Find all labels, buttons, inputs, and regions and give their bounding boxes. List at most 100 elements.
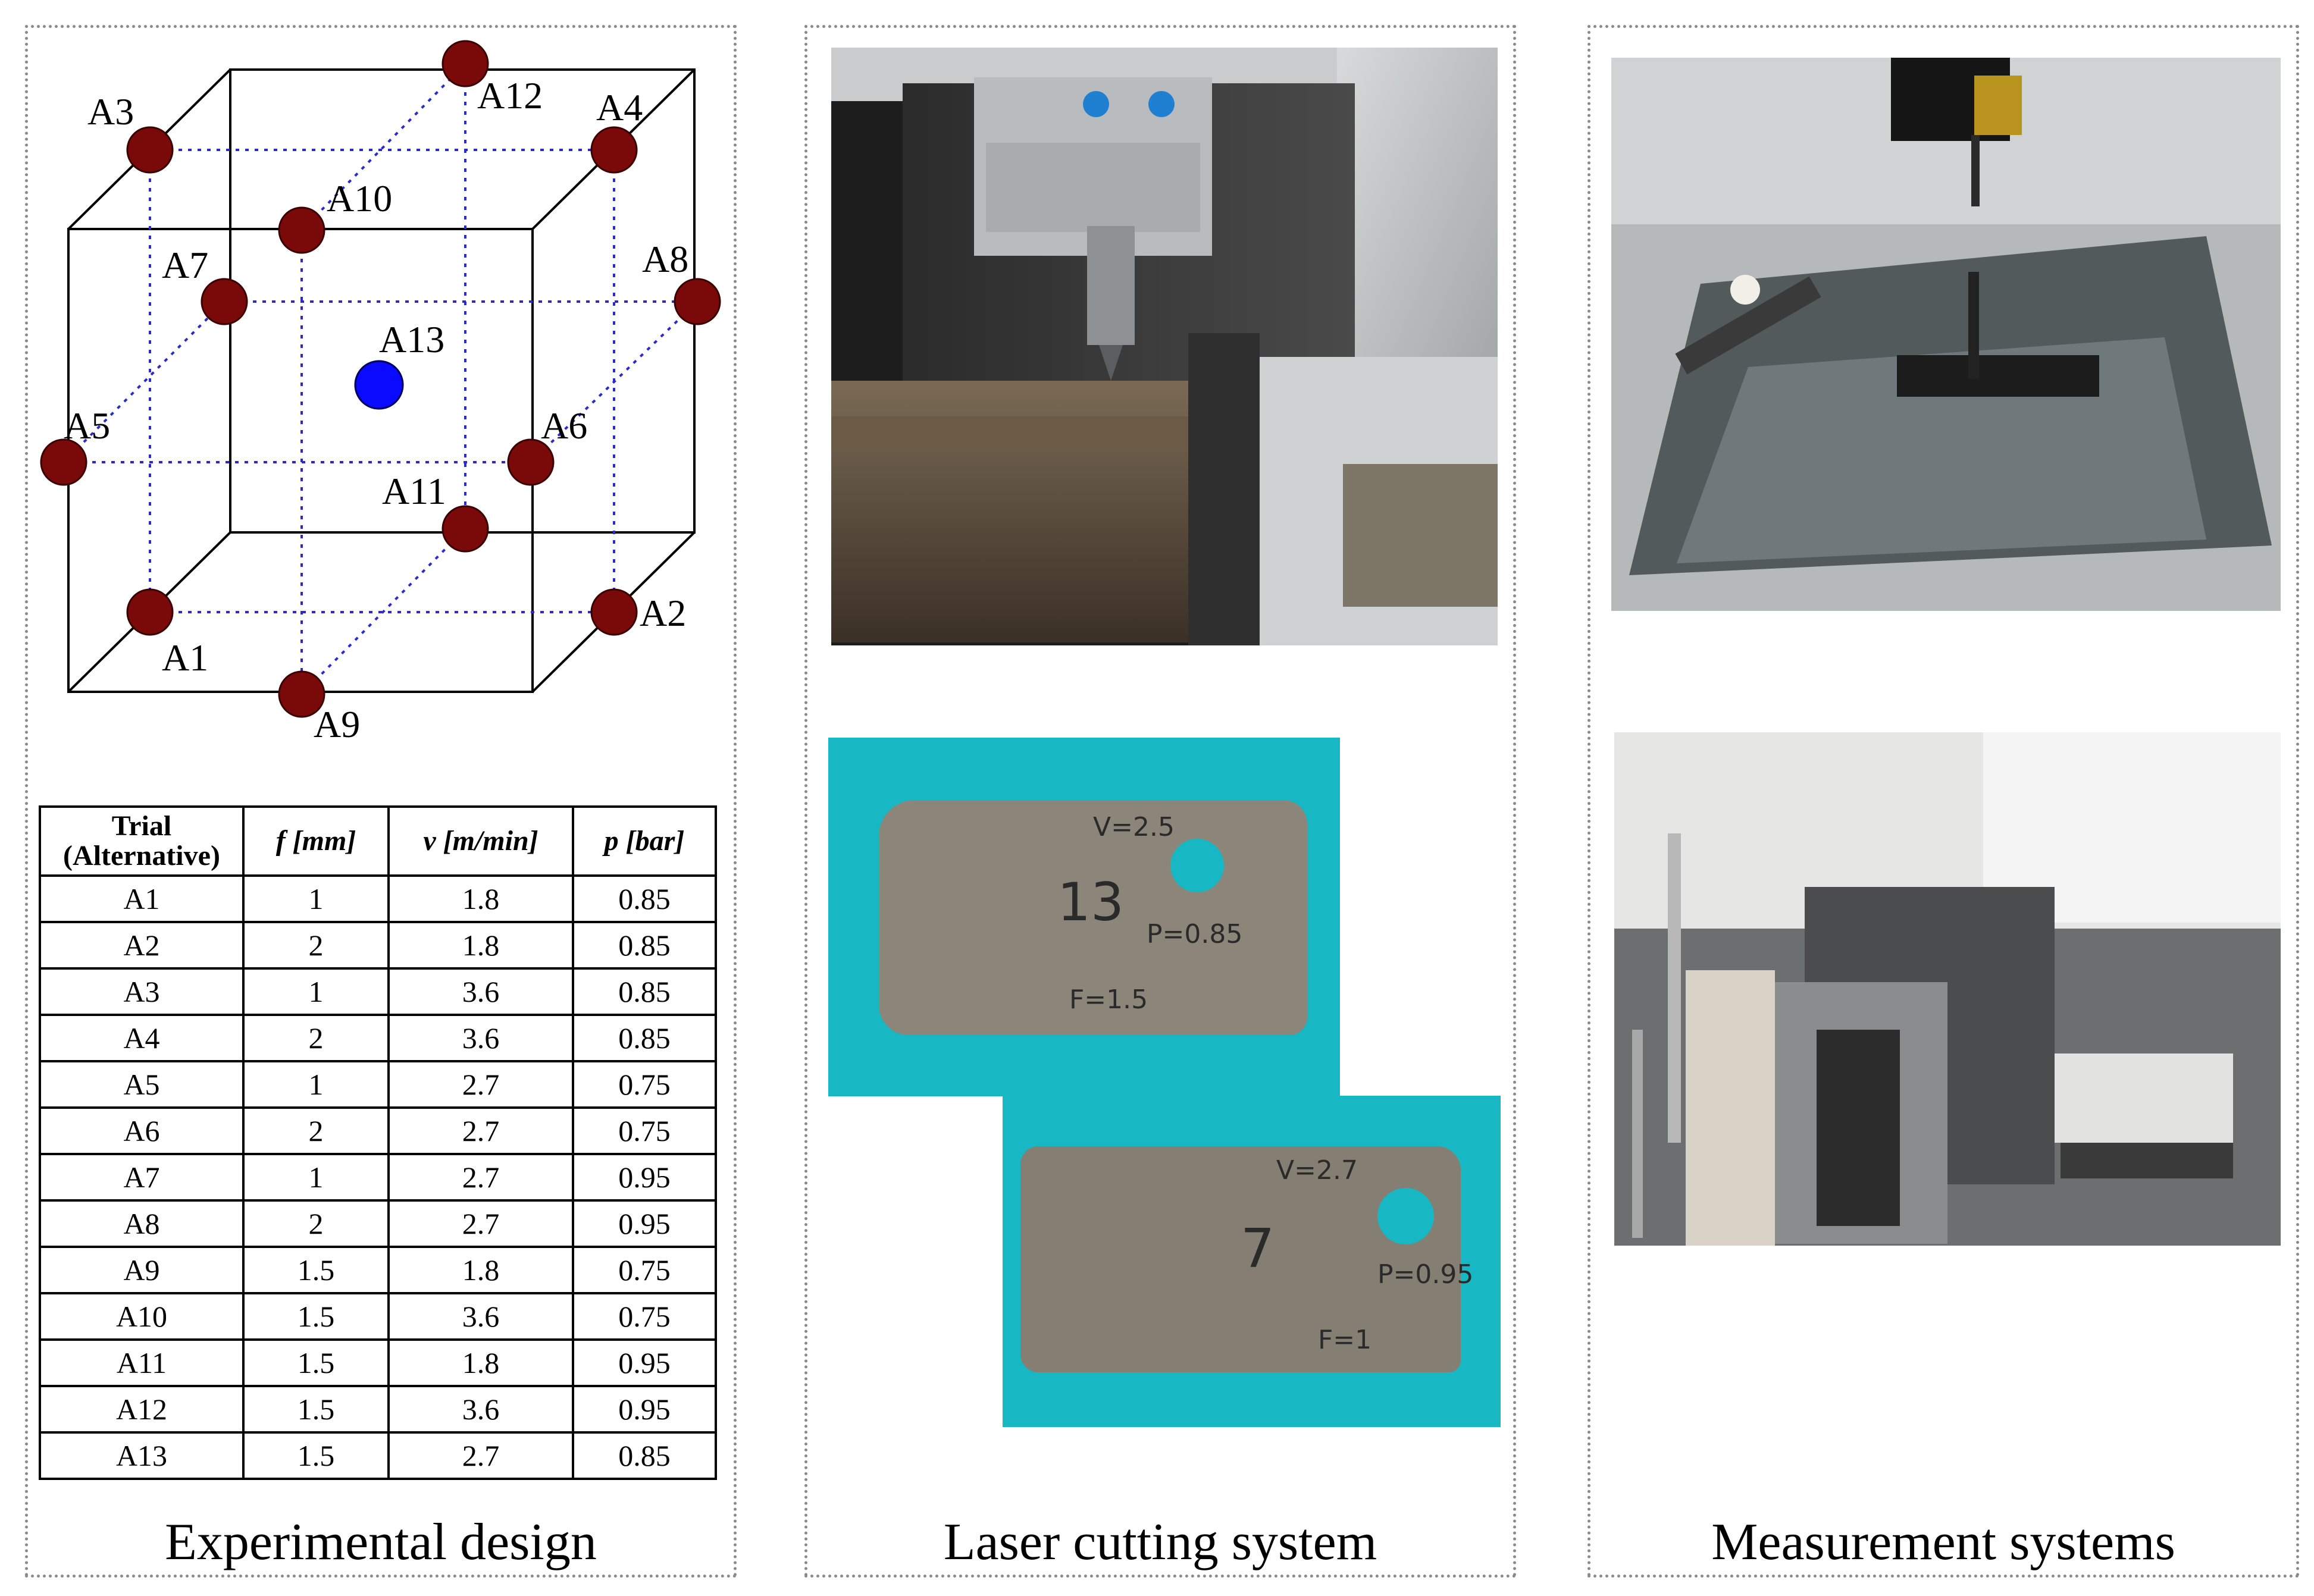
design-point-a2 [590, 588, 638, 636]
table-cell: 0.85 [572, 921, 717, 970]
header-v: v [m/min] [387, 805, 574, 877]
sample-13-part: V=2.5 13 P=0.85 F=1.5 [879, 800, 1307, 1035]
label-a1: A1 [162, 636, 208, 679]
label-a13: A13 [379, 318, 444, 360]
design-point-a5 [40, 438, 87, 486]
table-cell: 1 [242, 874, 390, 923]
laser-cutting-panel: V=2.5 13 P=0.85 F=1.5 V=2.7 7 P=0.95 F=1… [804, 25, 1516, 1578]
table-cell: 0.85 [572, 1014, 717, 1062]
experimental-design-panel: A1 A2 A3 A4 A5 A6 A7 A8 A9 A10 A11 A12 A… [25, 25, 737, 1578]
design-point-a13-center [354, 360, 404, 410]
table-cell: 0.95 [572, 1153, 717, 1202]
label-a10: A10 [327, 177, 392, 220]
table-cell: A1 [39, 874, 245, 923]
sample-7-mark-speed: V=2.7 [1276, 1155, 1358, 1186]
label-a8: A8 [642, 238, 688, 280]
design-point-a12 [441, 40, 489, 87]
experimental-design-table: Trial (Alternative) f [mm] v [m/min] p [… [39, 805, 717, 1480]
sample-13-mark-number: 13 [1057, 871, 1124, 933]
design-point-a7 [201, 278, 248, 325]
table-cell: 1.5 [242, 1431, 390, 1480]
design-point-a1 [126, 588, 174, 636]
table-cell: 1.5 [242, 1292, 390, 1341]
table-cell: 2.7 [387, 1106, 574, 1155]
design-point-a10 [278, 206, 325, 254]
table-cell: 2.7 [387, 1199, 574, 1248]
design-point-a4 [590, 126, 638, 174]
table-cell: 0.85 [572, 1431, 717, 1480]
table-cell: 0.85 [572, 967, 717, 1016]
sample-13-mark-pressure: P=0.85 [1147, 919, 1243, 949]
table-cell: 0.95 [572, 1199, 717, 1248]
header-p: p [bar] [572, 805, 717, 877]
caption-experimental-design: Experimental design [165, 1513, 597, 1571]
table-cell: A3 [39, 967, 245, 1016]
sample-7-hole-icon [1377, 1188, 1434, 1244]
cut-sample-13-photo: V=2.5 13 P=0.85 F=1.5 [828, 738, 1340, 1096]
design-point-a3 [126, 126, 174, 174]
label-a6: A6 [541, 405, 587, 447]
table-cell: 0.95 [572, 1385, 717, 1434]
table-cell: 1.8 [387, 1246, 574, 1294]
table-cell: 2.7 [387, 1153, 574, 1202]
table-cell: 1 [242, 1060, 390, 1109]
header-trial: Trial (Alternative) [39, 805, 245, 877]
table-header-row: Trial (Alternative) f [mm] v [m/min] p [… [39, 805, 717, 877]
design-point-a9 [278, 670, 325, 718]
label-a12: A12 [477, 74, 543, 117]
table-cell: A13 [39, 1431, 245, 1480]
table-cell: A8 [39, 1199, 245, 1248]
sample-13-mark-speed: V=2.5 [1093, 812, 1175, 842]
caption-measurement-systems: Measurement systems [1711, 1513, 2175, 1571]
table-cell: 0.75 [572, 1060, 717, 1109]
sample-7-mark-pressure: P=0.95 [1377, 1259, 1474, 1290]
label-a2: A2 [640, 592, 686, 634]
table-cell: A11 [39, 1338, 245, 1387]
table-cell: A2 [39, 921, 245, 970]
table-cell: A10 [39, 1292, 245, 1341]
table-cell: 0.85 [572, 874, 717, 923]
coordinate-measuring-machine-photo [1611, 58, 2281, 611]
table-cell: 2 [242, 1199, 390, 1248]
label-a11: A11 [382, 470, 446, 512]
table-cell: 0.75 [572, 1292, 717, 1341]
central-composite-design-cube: A1 A2 A3 A4 A5 A6 A7 A8 A9 A10 A11 A12 A… [40, 40, 721, 745]
sample-13-mark-focus: F=1.5 [1069, 984, 1148, 1015]
sample-13-hole-icon [1170, 839, 1224, 892]
table-cell: 1.5 [242, 1246, 390, 1294]
measurement-systems-panel: Measurement systems [1587, 25, 2299, 1578]
table-cell: 1.5 [242, 1338, 390, 1387]
table-cell: 1.5 [242, 1385, 390, 1434]
header-f: f [mm] [242, 805, 390, 877]
table-cell: A7 [39, 1153, 245, 1202]
label-a7: A7 [162, 244, 208, 286]
sample-7-mark-focus: F=1 [1318, 1325, 1372, 1355]
table-cell: 2 [242, 1014, 390, 1062]
table-cell: A9 [39, 1246, 245, 1294]
surface-profilometer-photo [1614, 732, 2281, 1246]
sample-7-mark-number: 7 [1241, 1218, 1275, 1280]
table-cell: 1 [242, 967, 390, 1016]
table-cell: 1.8 [387, 874, 574, 923]
table-cell: 3.6 [387, 1385, 574, 1434]
cut-sample-7-photo: V=2.7 7 P=0.95 F=1 [1003, 1096, 1501, 1427]
table-cell: 1 [242, 1153, 390, 1202]
table-cell: 0.75 [572, 1106, 717, 1155]
laser-cutting-machine-photo [831, 48, 1498, 645]
table-cell: 1.8 [387, 1338, 574, 1387]
table-cell: 2.7 [387, 1431, 574, 1480]
design-point-a8 [674, 278, 721, 325]
table-cell: 2.7 [387, 1060, 574, 1109]
